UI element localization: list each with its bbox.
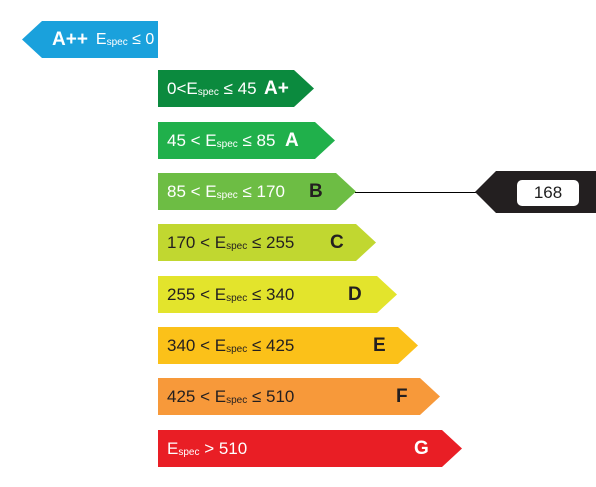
- class-letter: A++: [52, 28, 88, 50]
- band-letter: A+: [264, 77, 289, 99]
- band-a-plus: 0<Espec ≤ 45 A+: [158, 70, 314, 107]
- indicator-line: [355, 192, 477, 193]
- band-range: 85 < Espec ≤ 170: [167, 181, 285, 201]
- band-letter: C: [330, 231, 344, 253]
- band-f: 425 < Espec ≤ 510 F: [158, 378, 440, 415]
- class-range: Espec ≤ 0: [95, 30, 155, 48]
- band-letter: A: [285, 129, 299, 151]
- band-range: 170 < Espec ≤ 255: [167, 232, 295, 252]
- indicator-value: 168: [517, 180, 579, 206]
- band-range: 255 < Espec ≤ 340: [167, 284, 295, 304]
- band-b: 85 < Espec ≤ 170 B: [158, 173, 356, 210]
- band-range: 340 < Espec ≤ 425: [167, 335, 295, 355]
- band-e: 340 < Espec ≤ 425 E: [158, 327, 418, 364]
- band-a: 45 < Espec ≤ 85 A: [158, 122, 335, 159]
- band-range: 425 < Espec ≤ 510: [167, 386, 295, 406]
- band-d: 255 < Espec ≤ 340 D: [158, 276, 397, 313]
- band-letter: F: [396, 385, 408, 407]
- band-g: Espec > 510 G: [158, 430, 462, 467]
- band-range: Espec > 510: [167, 438, 248, 458]
- band-letter: G: [414, 437, 429, 459]
- band-range: 0<Espec ≤ 45: [167, 78, 257, 98]
- band-letter: E: [373, 334, 386, 356]
- class-a-plus-plus-label: A++ Espec ≤ 0: [22, 21, 158, 58]
- band-c: 170 < Espec ≤ 255 C: [158, 224, 376, 261]
- band-letter: D: [348, 283, 362, 305]
- band-letter: B: [309, 180, 323, 202]
- band-range: 45 < Espec ≤ 85: [167, 130, 276, 150]
